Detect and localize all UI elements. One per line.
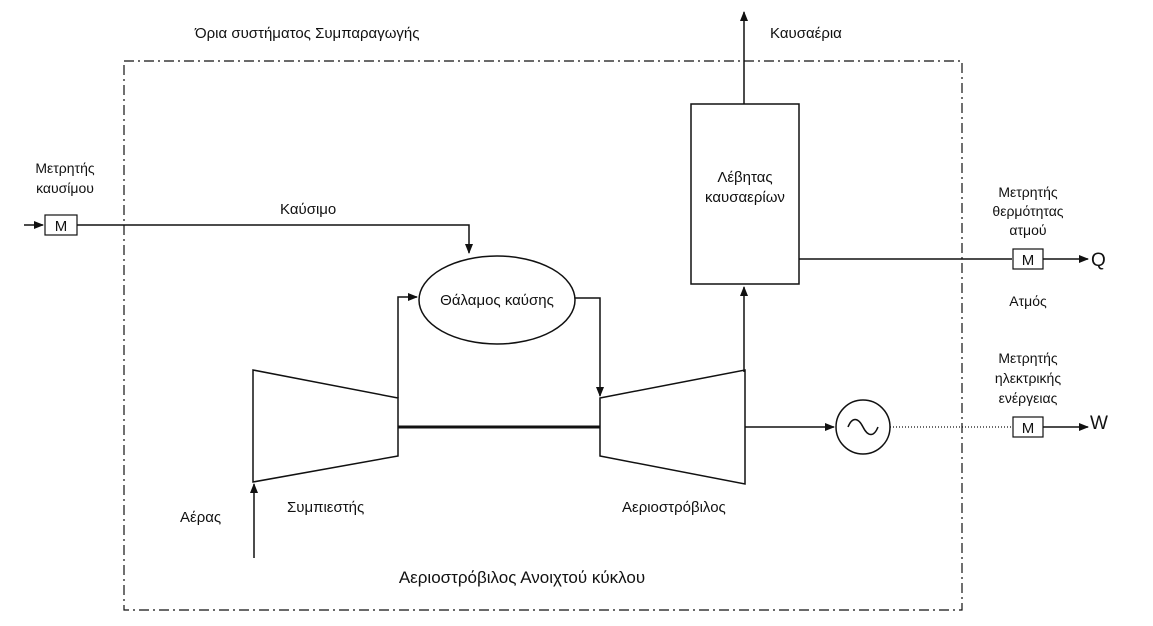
fuel-meter-label-1: Μετρητής bbox=[35, 160, 95, 176]
steam-label: Ατμός bbox=[1009, 293, 1047, 309]
fuel-meter-symbol: M bbox=[55, 218, 68, 235]
boiler-label-1: Λέβητας bbox=[717, 169, 772, 186]
system-boundary-label: Όρια συστήματος Συμπαραγωγής bbox=[194, 25, 420, 42]
exhaust-label: Καυσαέρια bbox=[770, 25, 842, 42]
hot-gas-line bbox=[575, 297, 604, 397]
electric-meter-label-1: Μετρητής bbox=[998, 350, 1058, 366]
fuel-meter-label-2: καυσίμου bbox=[36, 180, 94, 196]
boiler-label-2: καυσαερίων bbox=[705, 189, 785, 206]
electric-meter-label-3: ενέργειας bbox=[999, 390, 1058, 406]
fuel-label: Καύσιμο bbox=[280, 201, 336, 218]
fuel-line bbox=[77, 224, 473, 254]
compressor-label: Συμπιεστής bbox=[287, 499, 364, 516]
combustion-chamber-label: Θάλαμος καύσης bbox=[440, 292, 554, 309]
diagram-caption: Αεριοστρόβιλος Ανοιχτού κύκλου bbox=[399, 568, 645, 587]
combustion-chamber bbox=[418, 255, 576, 345]
heat-meter-symbol: M bbox=[1022, 252, 1035, 269]
electric-meter-label-2: ηλεκτρικής bbox=[995, 370, 1061, 386]
gas-turbine bbox=[599, 369, 746, 485]
heat-meter-label-3: ατμού bbox=[1009, 222, 1046, 238]
turbine-label: Αεριοστρόβιλος bbox=[622, 499, 726, 516]
compressor bbox=[252, 369, 399, 483]
heat-output-label: Q bbox=[1091, 250, 1106, 271]
compressed-air-line bbox=[397, 293, 418, 398]
heat-meter-label-2: θερμότητας bbox=[992, 203, 1063, 219]
air-label: Αέρας bbox=[180, 509, 221, 526]
system-boundary bbox=[123, 60, 963, 611]
exhaust-boiler bbox=[690, 103, 800, 285]
ac-sine-icon bbox=[847, 418, 879, 436]
power-output-label: W bbox=[1090, 413, 1108, 434]
electric-meter-symbol: M bbox=[1022, 420, 1035, 437]
heat-meter-label-1: Μετρητής bbox=[998, 184, 1058, 200]
